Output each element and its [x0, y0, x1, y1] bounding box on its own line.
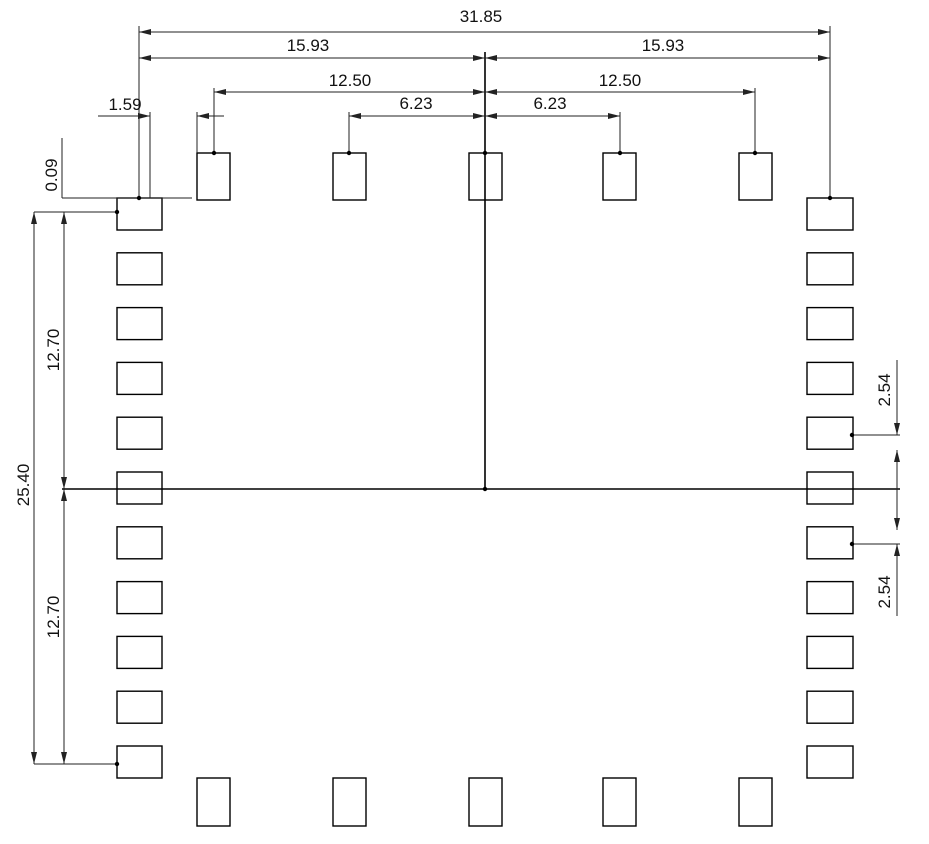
right-pad [807, 198, 853, 230]
left-pad [117, 746, 162, 778]
arrowhead [894, 450, 900, 462]
reference-dot [850, 542, 854, 546]
right-pad [807, 691, 853, 723]
arrowhead [61, 489, 67, 501]
arrowhead [894, 544, 900, 556]
bottom-pad [333, 778, 366, 826]
arrowhead [61, 752, 67, 764]
arrowhead [485, 113, 497, 119]
reference-dot [618, 151, 622, 155]
dim-pitch-lower: 2.54 [875, 575, 894, 608]
right-pad [807, 746, 853, 778]
left-pad [117, 198, 162, 230]
arrowhead [894, 518, 900, 530]
reference-dot [115, 210, 119, 214]
right-pad-column [807, 198, 853, 778]
reference-dot [137, 196, 141, 200]
right-pad [807, 308, 853, 340]
dim-pad-offset-right: 12.50 [599, 71, 642, 90]
arrowhead [197, 113, 209, 119]
bottom-pad [739, 778, 772, 826]
dim-half-width-right: 15.93 [642, 36, 685, 55]
reference-dot [212, 151, 216, 155]
dim-inner-offset-right: 6.23 [533, 94, 566, 113]
right-pad [807, 527, 853, 559]
reference-dot [753, 151, 757, 155]
reference-dot [347, 151, 351, 155]
arrowhead [818, 55, 830, 61]
reference-dot [115, 762, 119, 766]
dim-inner-offset-left: 6.23 [399, 94, 432, 113]
reference-dot [850, 433, 854, 437]
arrowhead [473, 113, 485, 119]
arrowhead [139, 55, 151, 61]
reference-dot [483, 151, 487, 155]
dim-overall-width: 31.85 [460, 7, 503, 26]
left-pad [117, 582, 162, 614]
dim-vertical-offset: 0.09 [42, 158, 61, 191]
top-pad [603, 153, 636, 200]
left-pad [117, 362, 162, 394]
dim-pitch-upper: 2.54 [875, 373, 894, 406]
bottom-pad [197, 778, 230, 826]
right-pad [807, 253, 853, 285]
bottom-pad-row [197, 778, 772, 826]
arrowhead [139, 29, 151, 35]
right-pad [807, 417, 853, 449]
dim-edge-gap: 1.59 [108, 95, 141, 114]
reference-dot [483, 487, 487, 491]
left-pad [117, 253, 162, 285]
top-pad [739, 153, 772, 200]
dim-pad-offset-left: 12.50 [329, 71, 372, 90]
left-pad [117, 472, 162, 504]
arrowhead [473, 55, 485, 61]
arrowhead [214, 89, 226, 95]
left-pad [117, 636, 162, 668]
right-pad [807, 636, 853, 668]
arrowhead [31, 212, 37, 224]
arrowhead [485, 89, 497, 95]
arrowhead [61, 212, 67, 224]
left-pad [117, 308, 162, 340]
dim-half-width-left: 15.93 [287, 36, 330, 55]
arrowhead [61, 477, 67, 489]
arrowhead [743, 89, 755, 95]
bottom-pad [603, 778, 636, 826]
top-pad [197, 153, 230, 200]
right-pad [807, 362, 853, 394]
arrowhead [31, 752, 37, 764]
dim-half-height-upper: 12.70 [44, 329, 63, 372]
arrowhead [349, 113, 361, 119]
reference-dot [828, 196, 832, 200]
left-pad [117, 527, 162, 559]
arrowhead [608, 113, 620, 119]
arrowhead [818, 29, 830, 35]
top-pad [333, 153, 366, 200]
left-pad-column [117, 198, 162, 778]
left-pad [117, 417, 162, 449]
arrowhead [473, 89, 485, 95]
right-pad [807, 472, 853, 504]
arrowhead [485, 55, 497, 61]
dim-overall-height: 25.40 [14, 464, 33, 507]
dim-half-height-lower: 12.70 [44, 596, 63, 639]
left-pad [117, 691, 162, 723]
arrowhead [894, 423, 900, 435]
right-pad [807, 582, 853, 614]
bottom-pad [469, 778, 502, 826]
